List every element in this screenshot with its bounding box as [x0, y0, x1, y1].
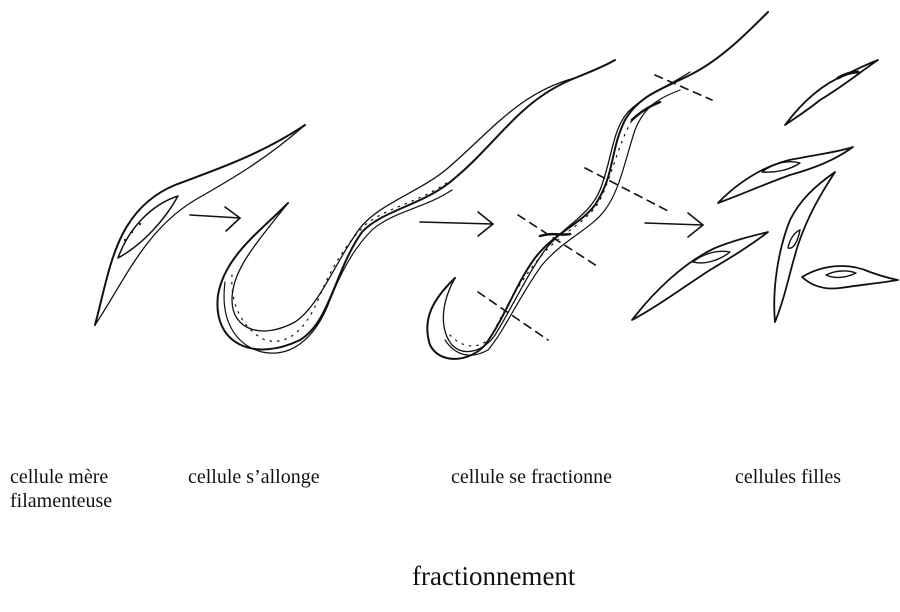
mother-cell [95, 125, 305, 325]
label-cell-elongates: cellule s’allonge [188, 465, 320, 489]
label-cell-fragments: cellule se fractionne [451, 465, 612, 489]
label-mother-cell: cellule mère filamenteuse [10, 465, 112, 513]
fracture-lines [478, 75, 712, 340]
daughter-cell-3 [632, 232, 768, 320]
diagram-caption: fractionnement [412, 560, 575, 592]
label-mother-cell-line2: filamenteuse [10, 489, 112, 513]
fragmenting-cell [427, 12, 768, 359]
label-daughter-cells: cellules filles [735, 465, 841, 489]
daughter-cell-5 [802, 266, 898, 289]
daughter-cell-1 [785, 60, 878, 125]
daughter-cell-4 [774, 172, 835, 322]
elongated-cell [217, 60, 615, 353]
arrow-2 [420, 212, 493, 236]
arrow-1 [190, 207, 240, 231]
fragmentation-diagram [0, 0, 900, 400]
arrow-3 [645, 213, 703, 237]
label-mother-cell-line1: cellule mère [10, 465, 112, 489]
